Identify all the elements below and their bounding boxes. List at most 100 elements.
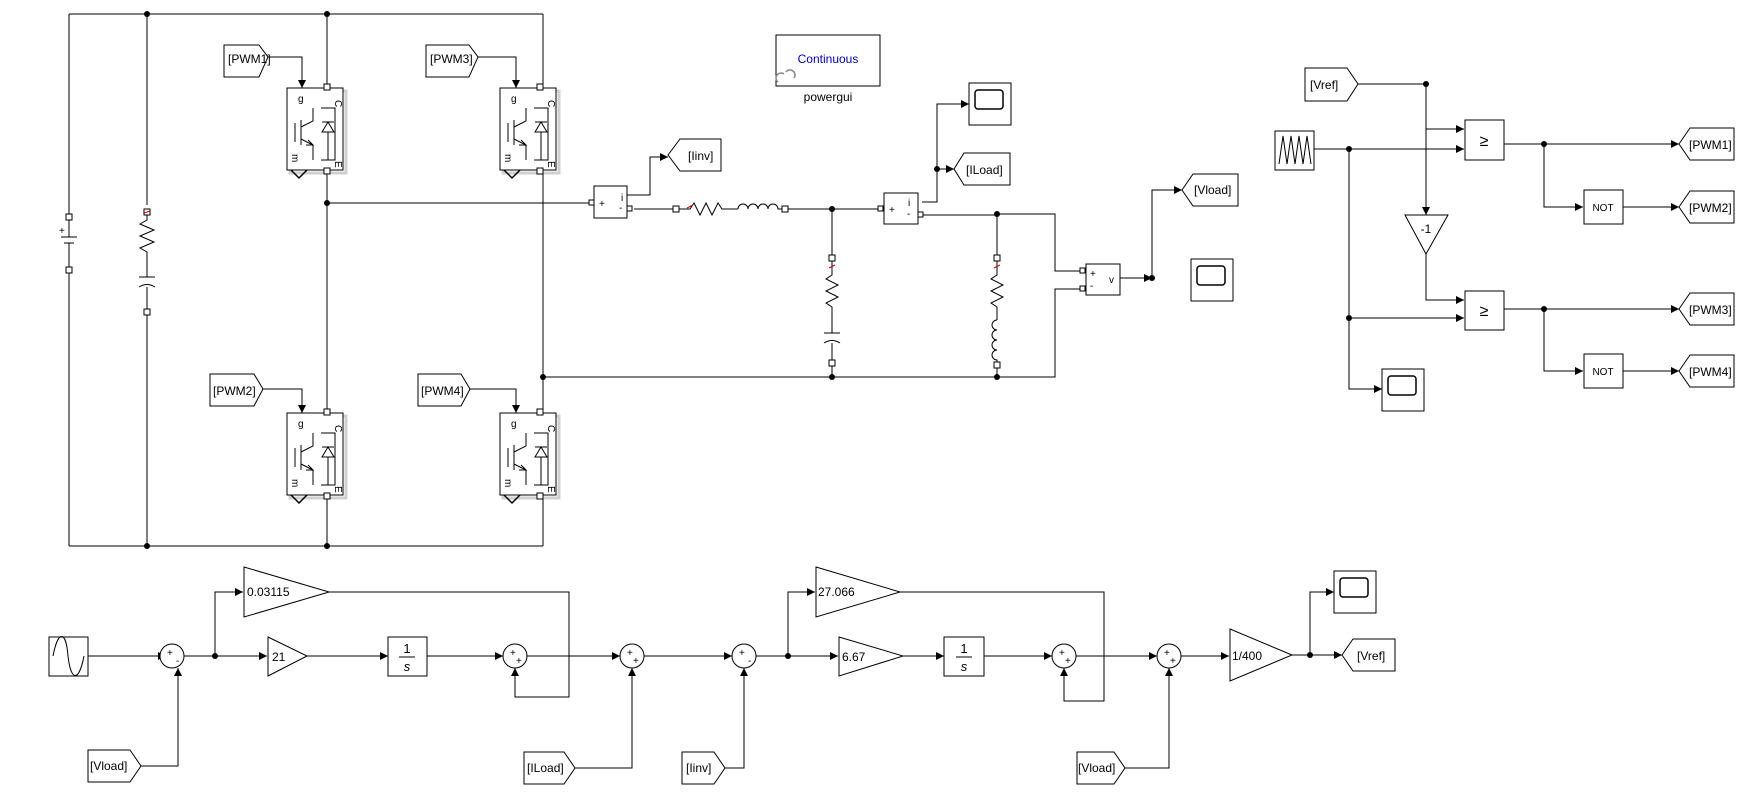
diode-icon: [534, 107, 549, 161]
not-gate-1[interactable]: NOT: [1583, 189, 1624, 225]
integrator-2-num: 1: [960, 641, 967, 656]
pwm-wiring: [1314, 81, 1679, 393]
from-vref-tag[interactable]: [Vref]: [1304, 67, 1359, 102]
igbt-icon: [294, 433, 315, 485]
from-iload-tag[interactable]: [ILoad]: [523, 751, 576, 785]
kp1-value: 0.03115: [247, 585, 290, 599]
scale-gain-value: 1/400: [1232, 649, 1262, 663]
link-icon: [775, 69, 796, 83]
diode-icon: [321, 432, 336, 486]
voltage-meter-minus: -: [1090, 281, 1093, 292]
igbt-icon: [507, 433, 528, 485]
integrator-1-den: s: [404, 659, 411, 674]
from-vload-2-label: [Vload]: [1078, 761, 1115, 775]
junction-dots: [144, 11, 1000, 549]
not-gate-2[interactable]: NOT: [1583, 353, 1624, 389]
sum-block-6[interactable]: + +: [1156, 643, 1182, 669]
scale-gain[interactable]: 1/400: [1229, 628, 1294, 682]
scope-vref[interactable]: [1333, 570, 1377, 614]
goto-iload-tag[interactable]: [ILoad]: [953, 152, 1011, 186]
shunt-rc-filter[interactable]: [823, 254, 841, 367]
from-vref-label: [Vref]: [1310, 78, 1338, 92]
triangle-carrier[interactable]: [1274, 130, 1315, 171]
load-voltage-meter[interactable]: v + -: [1079, 263, 1121, 296]
emitter-pin-label: E: [545, 486, 556, 493]
proportional-gain-1[interactable]: 0.03115: [243, 566, 331, 618]
pwm4-gate-wire: [470, 388, 520, 413]
integrator-2[interactable]: 1 s: [943, 636, 985, 677]
from-pwm1-tag[interactable]: [PWM1]: [223, 44, 271, 78]
from-pwm2-tag[interactable]: [PWM2]: [209, 373, 264, 407]
from-pwm4-tag[interactable]: [PWM4]: [417, 373, 471, 407]
from-vload-tag-2[interactable]: [Vload]: [1076, 751, 1126, 785]
switch-body: [499, 412, 557, 496]
collector-port: [536, 83, 544, 91]
from-vload-tag-1[interactable]: [Vload]: [87, 749, 142, 783]
dc-link-rc-branch[interactable]: [138, 208, 156, 316]
powergui-label: powergui: [804, 90, 853, 104]
sum2-plus-b: +: [516, 656, 522, 667]
sum1-minus: -: [176, 656, 179, 667]
measure-pin-label: m: [289, 154, 300, 162]
dc-voltage-source[interactable]: +: [59, 213, 77, 274]
goto-iinv-tag[interactable]: [Iinv]: [667, 138, 722, 172]
goto-pwm1-tag[interactable]: [PWM1]: [1678, 127, 1735, 161]
current-meter-plus: +: [599, 199, 605, 210]
scope-iload[interactable]: [968, 82, 1012, 126]
voltage-meter-plus: +: [1090, 269, 1096, 280]
powergui-block[interactable]: Continuous powergui: [775, 34, 881, 104]
goto-pwm4-tag[interactable]: [PWM4]: [1678, 354, 1735, 388]
scope-carrier[interactable]: [1381, 368, 1425, 412]
sum1-plus: +: [167, 648, 173, 659]
integral-gain-1[interactable]: 21: [267, 636, 309, 677]
goto-vref-tag[interactable]: [Vref]: [1341, 638, 1396, 672]
sum-block-5[interactable]: + +: [1051, 643, 1077, 669]
integrator-1[interactable]: 1 s: [387, 636, 428, 677]
collector-port: [536, 408, 544, 416]
measure-port: [503, 169, 521, 180]
load-meter-plus: +: [889, 205, 895, 216]
sum-block-3[interactable]: + +: [619, 643, 645, 669]
sum5-plus-a: +: [1059, 648, 1065, 659]
goto-pwm3-label: [PWM3]: [1689, 303, 1732, 317]
goto-iinv-label: [Iinv]: [688, 149, 713, 163]
goto-vload-label: [Vload]: [1194, 183, 1231, 197]
from-pwm3-tag[interactable]: [PWM3]: [425, 44, 479, 78]
sum6-plus-b: +: [1170, 656, 1176, 667]
measure-port: [290, 169, 308, 180]
integral-gain-2[interactable]: 6.67: [838, 636, 905, 677]
goto-pwm3-tag[interactable]: [PWM3]: [1678, 292, 1735, 326]
inverter-current-meter[interactable]: i + -: [588, 185, 633, 219]
load-current-meter[interactable]: i + -: [877, 192, 924, 225]
power-circuit-wiring: [68, 13, 1085, 547]
from-pwm3-label: [PWM3]: [430, 52, 473, 66]
gate-pin-label: g: [298, 419, 304, 430]
proportional-gain-2[interactable]: 27.066: [815, 566, 902, 618]
sine-reference[interactable]: [48, 636, 89, 677]
sum-block-2[interactable]: + +: [502, 643, 528, 669]
sum-block-1[interactable]: + -: [159, 643, 185, 669]
negate-gain[interactable]: -1: [1404, 214, 1449, 256]
comparator-1[interactable]: ≥: [1464, 119, 1505, 161]
scope-vload[interactable]: [1190, 258, 1234, 302]
iinv-signal-wire: [627, 153, 668, 196]
goto-vload-tag[interactable]: [Vload]: [1181, 173, 1239, 207]
series-rl-filter[interactable]: [672, 201, 789, 217]
sum6-plus-a: +: [1164, 648, 1170, 659]
load-rl[interactable]: [989, 254, 1005, 369]
kp2-value: 27.066: [818, 585, 855, 599]
switch-body: [499, 87, 557, 171]
from-vload-1-label: [Vload]: [90, 759, 127, 773]
sum2-plus-a: +: [510, 648, 516, 659]
goto-pwm2-tag[interactable]: [PWM2]: [1678, 190, 1735, 224]
sum-block-4[interactable]: + -: [731, 643, 757, 669]
load-meter-i: i: [908, 198, 910, 209]
from-iinv-tag[interactable]: [Iinv]: [681, 751, 726, 785]
collector-pin-label: C: [545, 100, 556, 107]
comparator-2[interactable]: ≥: [1464, 290, 1505, 331]
